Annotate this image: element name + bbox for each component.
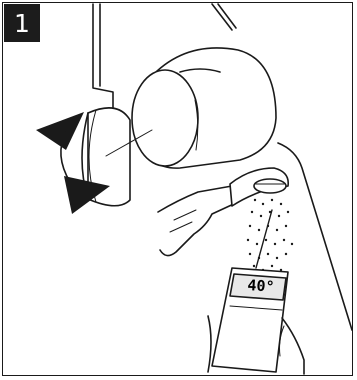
hand-icon (158, 186, 240, 256)
shower-head-icon (230, 168, 288, 206)
temperature-reading: 40° (247, 276, 275, 296)
valve-housing (132, 48, 276, 168)
thermometer-display: 40° (235, 273, 286, 298)
water-spray (247, 199, 293, 271)
